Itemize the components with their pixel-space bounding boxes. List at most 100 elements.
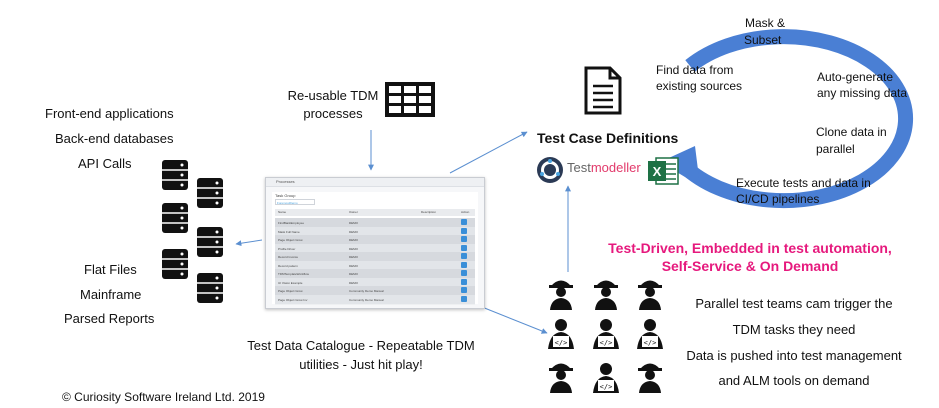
teams-line3: Data is pushed into test management bbox=[686, 348, 902, 363]
row-name: TDMTemplateWorkflow bbox=[278, 272, 309, 276]
row-owner: DEMO bbox=[349, 238, 358, 242]
row-name: Page Object Grow bbox=[278, 238, 303, 242]
reusable-label-line1: Re-usable TDM bbox=[287, 88, 379, 103]
svg-text:X: X bbox=[653, 164, 662, 179]
row-name: Record Invoice bbox=[278, 255, 299, 259]
source-parsed-reports: Parsed Reports bbox=[64, 311, 155, 326]
database-icon bbox=[197, 227, 223, 257]
play-button[interactable] bbox=[461, 244, 467, 251]
row-name: FindBankEmployee bbox=[278, 221, 305, 225]
catalogue-group-label: Task Group bbox=[275, 193, 296, 198]
tagline-line2: Self-Service & On Demand bbox=[661, 258, 839, 274]
column-description: Description bbox=[421, 210, 437, 214]
cycle-autogen-line2: any missing data bbox=[817, 86, 908, 100]
source-api: API Calls bbox=[78, 156, 132, 171]
connector-catalogue-to-sources bbox=[235, 239, 263, 247]
engineer-icon bbox=[638, 363, 662, 393]
engineer-icon bbox=[549, 363, 573, 393]
play-button[interactable] bbox=[461, 287, 467, 293]
row-name: Record pattern bbox=[278, 263, 298, 268]
play-button[interactable] bbox=[461, 261, 467, 268]
engineer-icon bbox=[549, 280, 573, 310]
cycle-execute-line1: Execute tests and data in bbox=[736, 176, 871, 190]
row-name: Profile Driver bbox=[278, 246, 296, 251]
play-button[interactable] bbox=[461, 253, 467, 259]
source-mainframe: Mainframe bbox=[80, 287, 142, 302]
row-owner: DEMO bbox=[349, 272, 358, 276]
developer-icon: </> bbox=[593, 319, 619, 349]
cycle-find-line2: existing sources bbox=[656, 79, 743, 93]
row-name: Page Object Grow bbox=[278, 289, 303, 293]
database-icon bbox=[162, 160, 188, 190]
reusable-label-line2: processes bbox=[303, 106, 363, 121]
engineer-icon bbox=[638, 280, 662, 310]
source-front-end: Front-end applications bbox=[45, 106, 174, 121]
testmodeller-suffix: modeller bbox=[590, 160, 641, 175]
testmodeller-logo-icon bbox=[537, 157, 563, 183]
testmodeller-prefix: Test bbox=[567, 160, 591, 175]
play-button[interactable] bbox=[461, 295, 467, 302]
svg-text:</>: </> bbox=[644, 339, 657, 347]
svg-text:</>: </> bbox=[555, 339, 568, 347]
cycle-arrow bbox=[660, 29, 913, 209]
test-data-catalogue-window: Processes Task Group ForemostDemo Name O… bbox=[265, 177, 485, 309]
teams-line1: Parallel test teams cam trigger the bbox=[695, 296, 893, 311]
play-button[interactable] bbox=[461, 219, 467, 225]
database-icon bbox=[162, 203, 188, 233]
test-case-definitions-title: Test Case Definitions bbox=[537, 130, 679, 146]
connector-catalogue-to-testcases bbox=[449, 131, 528, 174]
connector-catalogue-to-teams bbox=[481, 306, 548, 334]
cycle-clone-line2: parallel bbox=[816, 142, 855, 156]
column-name: Name bbox=[278, 210, 287, 214]
row-owner: DEMO bbox=[349, 246, 358, 251]
svg-text:</>: </> bbox=[600, 339, 613, 347]
cycle-find-line1: Find data from bbox=[656, 63, 734, 77]
row-owner: Community Demo Manual bbox=[349, 289, 384, 293]
row-name: Mask Full Name bbox=[278, 229, 300, 234]
table-grid-icon bbox=[385, 82, 435, 117]
row-owner: DEMO bbox=[349, 255, 358, 259]
row-name: Page Object Grow Inv bbox=[278, 297, 308, 302]
catalogue-title: Processes bbox=[276, 179, 295, 184]
tagline-line1: Test-Driven, Embedded in test automation… bbox=[608, 240, 892, 256]
catalogue-caption-line1: Test Data Catalogue - Repeatable TDM bbox=[247, 338, 475, 353]
catalogue-titlebar: Processes bbox=[266, 178, 484, 187]
svg-text:</>: </> bbox=[600, 383, 613, 391]
cycle-mask-line1: Mask & bbox=[745, 16, 786, 30]
database-icon bbox=[197, 178, 223, 208]
column-action: Action bbox=[461, 210, 470, 214]
developer-icon: </> bbox=[548, 319, 574, 349]
teams-line4: and ALM tools on demand bbox=[718, 373, 870, 388]
source-back-end: Back-end databases bbox=[55, 131, 174, 146]
row-owner: DEMO bbox=[349, 221, 358, 225]
row-owner: DEMO bbox=[349, 280, 358, 285]
catalogue-group-select[interactable]: ForemostDemo bbox=[275, 199, 315, 205]
excel-icon: X bbox=[648, 157, 679, 185]
play-button[interactable] bbox=[461, 278, 467, 285]
document-icon bbox=[584, 66, 622, 115]
cycle-autogen-line1: Auto-generate bbox=[817, 70, 894, 84]
play-button[interactable] bbox=[461, 227, 467, 234]
row-owner: DEMO bbox=[349, 229, 358, 234]
row-owner: DEMO bbox=[349, 263, 358, 268]
catalogue-body: Task Group ForemostDemo Name Owner Descr… bbox=[272, 192, 478, 305]
copyright: © Curiosity Software Ireland Ltd. 2019 bbox=[62, 390, 265, 404]
table-row: Page Object Grow Inv Community Demo Manua… bbox=[275, 294, 475, 305]
database-icon bbox=[197, 273, 223, 303]
developer-icon: </> bbox=[637, 319, 663, 349]
cycle-clone-line1: Clone data in bbox=[816, 125, 887, 139]
database-icon bbox=[162, 249, 188, 279]
engineer-icon bbox=[594, 280, 618, 310]
source-flat-files: Flat Files bbox=[84, 262, 137, 277]
testmodeller-wordmark: Testmodeller bbox=[567, 160, 641, 175]
cycle-execute-line2: CI/CD pipelines bbox=[736, 192, 820, 206]
play-button[interactable] bbox=[461, 270, 467, 276]
catalogue-caption-line2: utilities - Just hit play! bbox=[299, 357, 423, 372]
developer-icon: </> bbox=[593, 363, 619, 393]
play-button[interactable] bbox=[461, 236, 467, 242]
catalogue-table-header: Name Owner Description Action bbox=[275, 209, 475, 216]
teams-line2: TDM tasks they need bbox=[732, 322, 856, 337]
cycle-mask-line2: Subset bbox=[744, 33, 782, 47]
row-owner: Community Demo Manual bbox=[349, 297, 384, 302]
